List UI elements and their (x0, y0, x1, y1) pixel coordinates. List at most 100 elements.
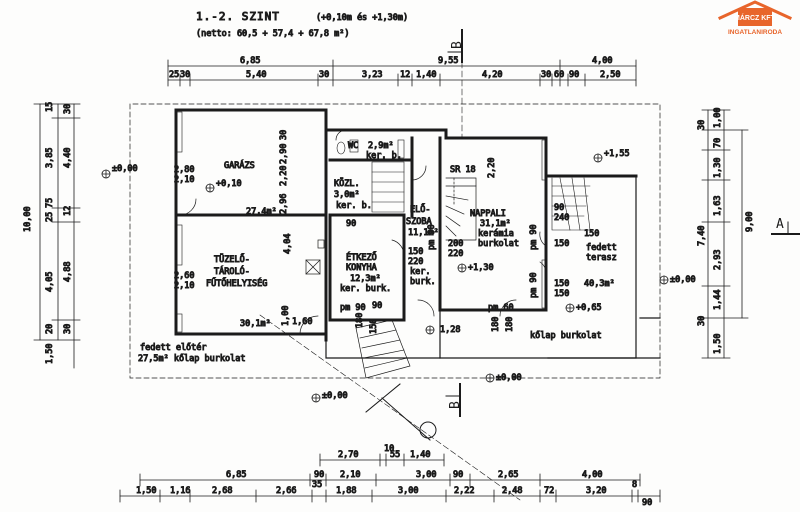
dim-int-19: 150 (554, 239, 569, 249)
dim-bot1-1: 10 (384, 444, 394, 454)
room-label-etkezo-1: ÉTKEZŐ (346, 251, 377, 263)
dim-top2-0: 25 (169, 70, 179, 80)
dim-left-0: 15 (45, 102, 55, 112)
dim-top2-4: 3,23 (362, 70, 382, 80)
dim-bot3-10: 3,20 (586, 486, 606, 496)
dim-bot3-2: 2,68 (212, 486, 232, 496)
dim-bot2-5: 2,65 (498, 470, 518, 480)
elevation-2: +0,10 (216, 179, 242, 189)
eloter-label: fedett előtér (140, 342, 207, 353)
section-marker-b-top: B (447, 29, 465, 63)
room-label-wc: WC (348, 141, 358, 151)
dim-right-6: 2,93 (713, 250, 723, 270)
stair-label-sr18: SR 18 (450, 165, 476, 175)
room-floor-nappali-1: kerámia (478, 229, 514, 239)
section-marker-b-bottom: B (445, 383, 463, 417)
dim-bot3-7: 2,22 (454, 486, 474, 496)
elevation-marker-icon (565, 303, 575, 313)
elevation-6: +0,65 (576, 303, 602, 313)
dim-int-7: 2,96 (279, 194, 289, 214)
dim-int-12: 90 (372, 301, 382, 311)
room-label-garazs: GARÁZS (224, 159, 255, 171)
dim-int-21: 150 (554, 279, 569, 289)
dim-left-11: 1,50 (45, 344, 55, 364)
eloter-area: 27,5m² kőlap burkolat (138, 354, 245, 364)
dim-int-11: 2,20 (487, 158, 497, 178)
elevation-1: ±0,00 (112, 164, 138, 174)
dim-right-7: 1,44 (713, 290, 723, 310)
dim-int-10: 90 (346, 219, 356, 229)
dim-int-6: 2,20 (279, 166, 289, 186)
dim-top2-6: 1,40 (416, 70, 436, 80)
room-label-etkezo-2: KONYHA (346, 263, 377, 273)
left-dimension-chains (33, 103, 81, 369)
dim-int-27: 1,60 (292, 317, 312, 327)
chimney-icon (305, 239, 325, 275)
floor-ker-short: ker. (410, 267, 430, 277)
dim-left-8: 4,88 (63, 262, 73, 282)
dim-top1-0: 6,85 (240, 56, 260, 66)
dim-bot2-6: 4,00 (582, 470, 602, 480)
area-garage-inner: 27,4m² (246, 207, 277, 217)
logo-company-name: MÁRCZ KFT. (734, 13, 776, 22)
dim-bot2-3: 3,00 (416, 470, 436, 480)
dim-bot1-3: 1,40 (410, 450, 430, 460)
spiral-stair (445, 177, 477, 241)
dim-bot2-1: 90 (314, 470, 324, 480)
dim-top2-1: 30 (180, 70, 190, 80)
dim-top2-7: 4,20 (482, 70, 502, 80)
dim-int-9: 1,00 (281, 306, 291, 326)
dim-int-3: 2,10 (174, 281, 194, 291)
terrace-outline (325, 175, 661, 359)
pm90-door-2: pm 90 (529, 224, 539, 250)
dim-int-25: 180 (491, 317, 501, 332)
dim-int-22: 150 (554, 289, 569, 299)
room-floor-wc: ker. b. (366, 151, 402, 161)
room-area-kozl: 3,0m² (334, 190, 360, 200)
dim-int-13: 150 (408, 247, 423, 257)
dim-bot3-12: 90 (642, 498, 652, 508)
elevation-7: 1,28 (440, 325, 460, 335)
room-area-etkezo: 12,3m² (350, 274, 381, 284)
dim-left-10: 30 (63, 324, 73, 334)
dim-bot2-2: 2,10 (340, 470, 360, 480)
plan-title: 1.-2. SZINT (196, 10, 280, 23)
area-summary: (netto: 60,5 + 57,4 + 67,8 m²) (196, 29, 350, 39)
elevation-marker-icon (311, 393, 321, 403)
dim-bot3-8: 2,48 (502, 486, 522, 496)
dim-int-26: 180 (505, 317, 515, 332)
dim-left-4: 25 (45, 212, 55, 222)
room-floor-nappali-2: burkolat (478, 239, 519, 249)
svg-text:B: B (450, 41, 465, 49)
terrace-area: 40,3m² (584, 279, 615, 289)
svg-text:B: B (448, 401, 463, 409)
dim-int-15: 200 (448, 239, 463, 249)
site-boundary (129, 103, 661, 379)
dim-bot2-0: 6,85 (226, 470, 246, 480)
elevation-8: ±0,00 (496, 373, 522, 383)
dim-bot3-0: 1,50 (136, 486, 156, 496)
dim-left-6: 12 (63, 206, 73, 216)
dim-top2-3: 30 (319, 70, 329, 80)
north-arrow-icon (365, 383, 437, 441)
pm90-door-1: pm 90 (427, 224, 437, 250)
dim-top1-1: 9,55 (438, 56, 458, 66)
dim-right-8: 30 (697, 316, 707, 326)
dim-int-16: 220 (448, 249, 463, 259)
elevation-markers (101, 153, 669, 403)
dim-bot3-3: 2,66 (276, 486, 296, 496)
dim-bot1-0: 2,70 (338, 450, 358, 460)
dim-bot3-11: 8 (632, 480, 637, 490)
terrace-label-1: fedett (586, 243, 617, 253)
room-label-tuzelo-3: FŰTŐHELYISÉG (206, 277, 267, 289)
room-area-wc: 2,9m² (368, 141, 394, 151)
dim-int-5: 2,90 (279, 144, 289, 164)
dim-top2-2: 5,40 (246, 70, 266, 80)
wc-fixtures (336, 139, 359, 155)
dim-top2-10: 90 (569, 70, 579, 80)
section-cut-lines (259, 61, 521, 501)
dim-left-9: 20 (45, 324, 55, 334)
dim-int-0: 2,80 (174, 165, 194, 175)
floor-burk-short: burk. (410, 277, 436, 287)
